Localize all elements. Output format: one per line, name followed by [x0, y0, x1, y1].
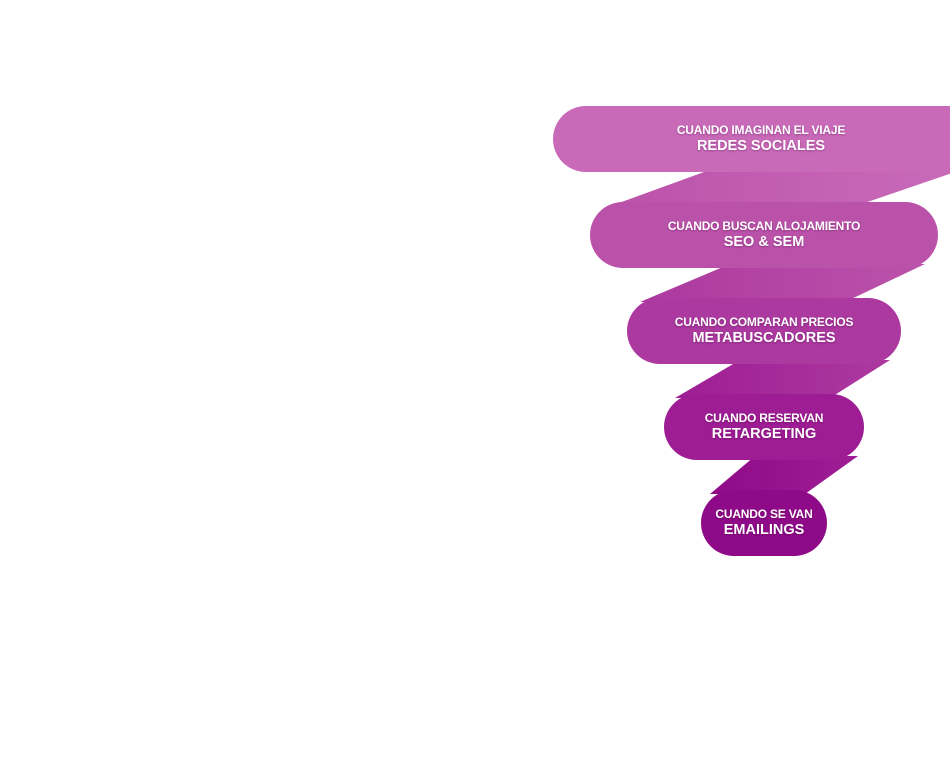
stage-channel: RETARGETING [711, 426, 817, 442]
stage-moment: CUANDO BUSCAN ALOJAMIENTO [667, 219, 861, 233]
funnel-stage-5: CUANDO SE VAN EMAILINGS [701, 490, 827, 556]
stage-moment: CUANDO COMPARAN PRECIOS [674, 315, 854, 329]
stage-moment: CUANDO IMAGINAN EL VIAJE [676, 123, 846, 137]
stage-moment: CUANDO RESERVAN [704, 411, 824, 425]
stage-moment: CUANDO SE VAN [715, 507, 813, 521]
stage-channel: EMAILINGS [723, 522, 805, 538]
funnel-stage-1: CUANDO IMAGINAN EL VIAJE REDES SOCIALES [553, 106, 950, 172]
connector-2 [640, 264, 925, 302]
connector-3 [675, 360, 890, 398]
connector-4 [710, 456, 858, 494]
funnel-stage-2: CUANDO BUSCAN ALOJAMIENTO SEO & SEM [590, 202, 938, 268]
stage-channel: METABUSCADORES [692, 330, 836, 346]
connector-1 [605, 168, 950, 208]
stage-channel: SEO & SEM [723, 234, 805, 250]
funnel-stage-3: CUANDO COMPARAN PRECIOS METABUSCADORES [627, 298, 901, 364]
funnel-stage-4: CUANDO RESERVAN RETARGETING [664, 394, 864, 460]
stage-channel: REDES SOCIALES [696, 138, 826, 154]
